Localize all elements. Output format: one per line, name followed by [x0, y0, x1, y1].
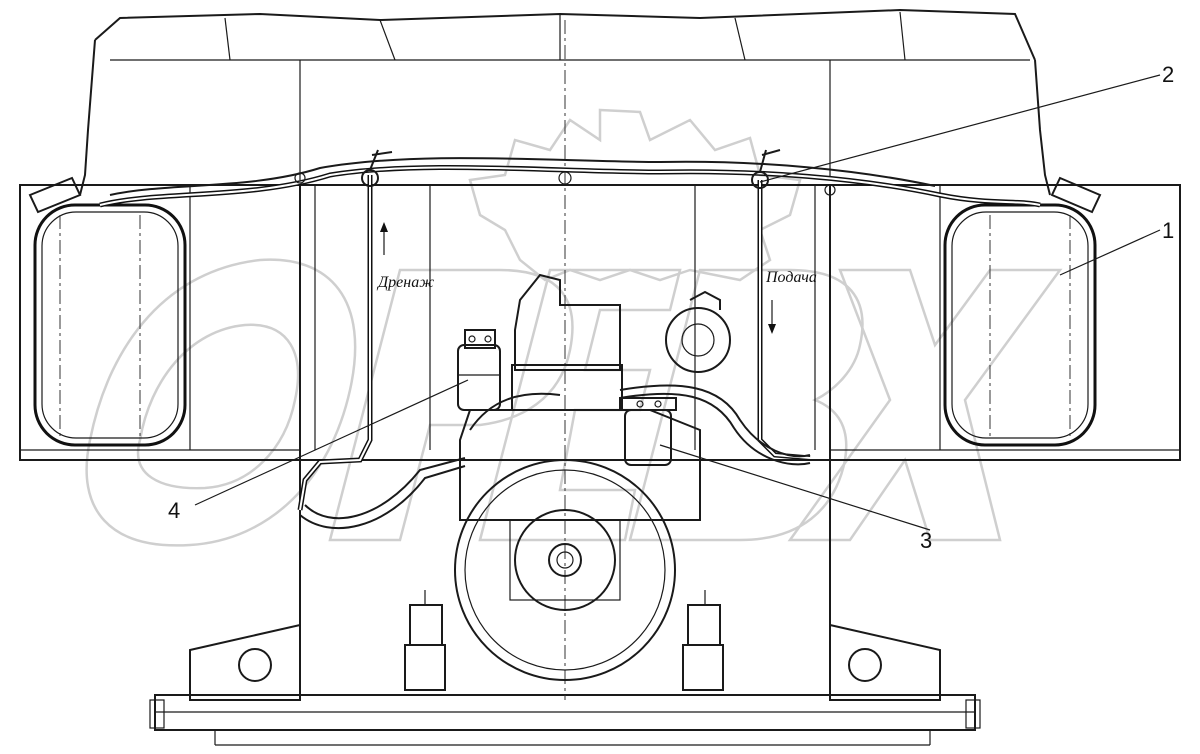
- callout-1: 1: [1162, 218, 1174, 243]
- fine-filter: [619, 397, 677, 466]
- fuel-tank-right: [943, 176, 1102, 447]
- drain-label: Дренаж: [376, 274, 434, 291]
- callout-2: 2: [1162, 62, 1174, 87]
- chassis-frame: [19, 184, 1181, 700]
- engine: [404, 273, 731, 691]
- flow-arrows: [380, 222, 776, 334]
- callout-4: 4: [168, 498, 180, 523]
- supply-label: Подача: [765, 269, 817, 286]
- fuel-lines: [99, 157, 1041, 529]
- leader-lines: [194, 74, 1161, 531]
- coarse-filter: [457, 329, 501, 411]
- callout-3: 3: [920, 528, 932, 553]
- fuel-taps: [294, 149, 836, 196]
- fuel-tank-left: [28, 176, 187, 447]
- lower-frame: [149, 623, 981, 746]
- cab-body: [79, 8, 1051, 196]
- watermark: [85, 108, 1063, 547]
